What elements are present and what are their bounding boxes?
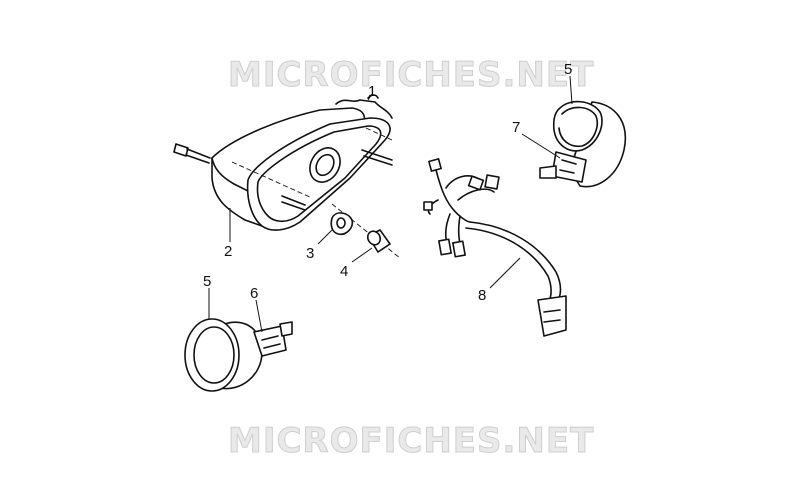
callout-6: 6: [250, 285, 258, 302]
axis-line: [231, 161, 313, 199]
watermark-bottom: MICROFICHES.NET: [228, 421, 594, 461]
spacer-bushing: [366, 229, 391, 253]
taillight-assembly: [173, 94, 393, 231]
turn-signal-right: [539, 100, 627, 188]
axis-line: [365, 127, 393, 141]
callout-5-left: 5: [203, 273, 211, 290]
axis-line: [331, 203, 401, 259]
callout-2: 2: [224, 243, 232, 260]
callout-8: 8: [478, 287, 486, 304]
callout-4: 4: [340, 263, 348, 280]
callout-1: 1: [368, 83, 376, 100]
callout-7: 7: [512, 119, 520, 136]
turn-signal-left: [184, 318, 293, 392]
watermark-top: MICROFICHES.NET: [228, 55, 594, 95]
callout-5-right: 5: [564, 61, 572, 78]
callout-3: 3: [306, 245, 314, 262]
rubber-grommet: [330, 212, 354, 236]
leader-lines: [208, 75, 573, 333]
wiring-harness: [423, 158, 567, 337]
